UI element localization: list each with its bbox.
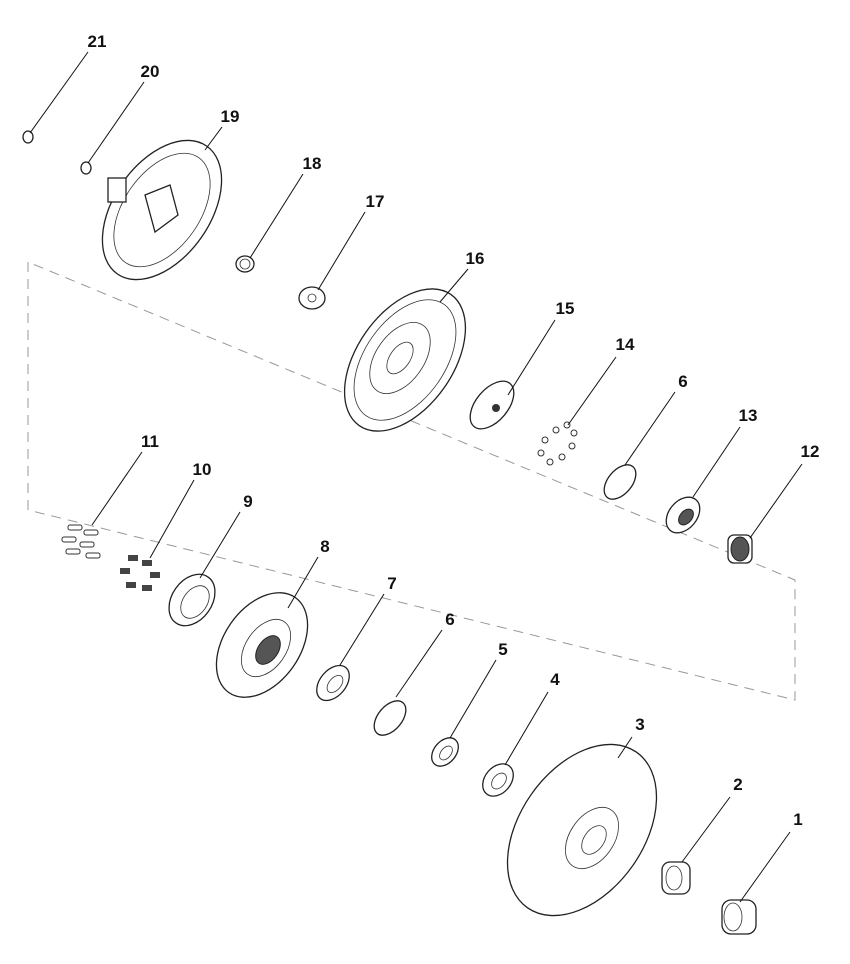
callout-label: 7 bbox=[387, 574, 396, 593]
part-16-disc bbox=[343, 288, 467, 432]
callout-2: 2 bbox=[681, 775, 743, 863]
callout-19: 19 bbox=[204, 107, 240, 151]
callout-6b: 6 bbox=[395, 610, 455, 698]
leader-line bbox=[87, 81, 145, 164]
callout-label: 13 bbox=[739, 406, 758, 425]
callout-label: 8 bbox=[320, 537, 329, 556]
callout-16: 16 bbox=[439, 249, 485, 303]
callout-15: 15 bbox=[507, 299, 575, 396]
leader-line bbox=[29, 51, 89, 134]
leader-line bbox=[339, 593, 385, 666]
callout-label: 10 bbox=[193, 460, 212, 479]
leader-line bbox=[739, 831, 791, 903]
part-3-impeller bbox=[506, 743, 658, 917]
part-1-bushing bbox=[721, 899, 757, 935]
callout-label: 4 bbox=[550, 670, 560, 689]
part-5-thrust-washer bbox=[431, 737, 459, 767]
callout-label: 2 bbox=[733, 775, 742, 794]
leader-line bbox=[617, 736, 633, 759]
leader-line bbox=[749, 463, 803, 539]
callout-13: 13 bbox=[692, 406, 758, 498]
callout-18: 18 bbox=[249, 154, 322, 259]
callout-label: 6 bbox=[445, 610, 454, 629]
callout-label: 18 bbox=[303, 154, 322, 173]
leader-line bbox=[439, 268, 469, 303]
leader-line bbox=[199, 511, 241, 579]
leader-line bbox=[567, 356, 617, 426]
callout-label: 9 bbox=[243, 492, 252, 511]
callout-label: 15 bbox=[556, 299, 575, 318]
leader-line bbox=[449, 659, 497, 739]
callout-label: 11 bbox=[141, 432, 159, 451]
callout-label: 21 bbox=[88, 32, 107, 51]
callout-label: 19 bbox=[221, 107, 240, 126]
part-4-washer bbox=[482, 763, 514, 797]
part-17-washer bbox=[298, 286, 326, 310]
group-outline bbox=[27, 261, 796, 701]
part-13-retainer bbox=[665, 496, 701, 534]
part-11-pins bbox=[61, 524, 101, 559]
callout-6a: 6 bbox=[624, 372, 688, 466]
callout-label: 6 bbox=[678, 372, 687, 391]
callout-label: 16 bbox=[466, 249, 485, 268]
leader-line bbox=[317, 211, 366, 291]
callout-7: 7 bbox=[339, 574, 397, 666]
leader-line bbox=[204, 126, 223, 151]
callout-9: 9 bbox=[199, 492, 253, 579]
callout-label: 14 bbox=[616, 335, 635, 354]
callout-label: 17 bbox=[366, 192, 385, 211]
part-6-snap-ring-lower bbox=[373, 700, 407, 736]
part-15-plate bbox=[469, 380, 515, 430]
callout-1: 1 bbox=[739, 810, 803, 903]
leader-line bbox=[249, 173, 304, 259]
callout-17: 17 bbox=[317, 192, 385, 291]
part-21-nut bbox=[22, 130, 34, 144]
part-18-bushing bbox=[235, 255, 255, 273]
part-6-snap-ring-upper bbox=[603, 464, 637, 500]
leader-line bbox=[91, 451, 143, 526]
part-12-bearing bbox=[727, 534, 753, 564]
leader-line bbox=[507, 319, 556, 396]
part-7-washer bbox=[316, 664, 350, 702]
part-10-springs bbox=[120, 555, 160, 591]
leader-line bbox=[149, 479, 195, 559]
part-20-nut bbox=[80, 161, 92, 175]
callout-label: 20 bbox=[141, 62, 160, 81]
callout-12: 12 bbox=[749, 442, 820, 539]
part-9-clutch bbox=[168, 573, 216, 627]
leader-line bbox=[287, 556, 319, 609]
callout-label: 3 bbox=[635, 715, 644, 734]
leader-line bbox=[681, 796, 731, 863]
callout-10: 10 bbox=[149, 460, 212, 559]
part-8-stator bbox=[215, 592, 309, 698]
callout-label: 1 bbox=[793, 810, 802, 829]
leader-line bbox=[504, 691, 549, 766]
callout-5: 5 bbox=[449, 640, 508, 739]
callout-14: 14 bbox=[567, 335, 635, 426]
callout-3: 3 bbox=[617, 715, 645, 759]
callout-21: 21 bbox=[29, 32, 107, 134]
part-14-bolts bbox=[537, 421, 578, 466]
callout-11: 11 bbox=[91, 432, 159, 526]
callout-4: 4 bbox=[504, 670, 560, 766]
callout-label: 12 bbox=[801, 442, 820, 461]
leader-line bbox=[395, 629, 443, 698]
callout-20: 20 bbox=[87, 62, 160, 164]
part-19-drive-cover bbox=[101, 139, 223, 281]
leader-line bbox=[692, 426, 741, 498]
part-2-hub bbox=[661, 861, 691, 895]
leader-line bbox=[624, 391, 676, 466]
callout-8: 8 bbox=[287, 537, 330, 609]
callout-label: 5 bbox=[498, 640, 507, 659]
